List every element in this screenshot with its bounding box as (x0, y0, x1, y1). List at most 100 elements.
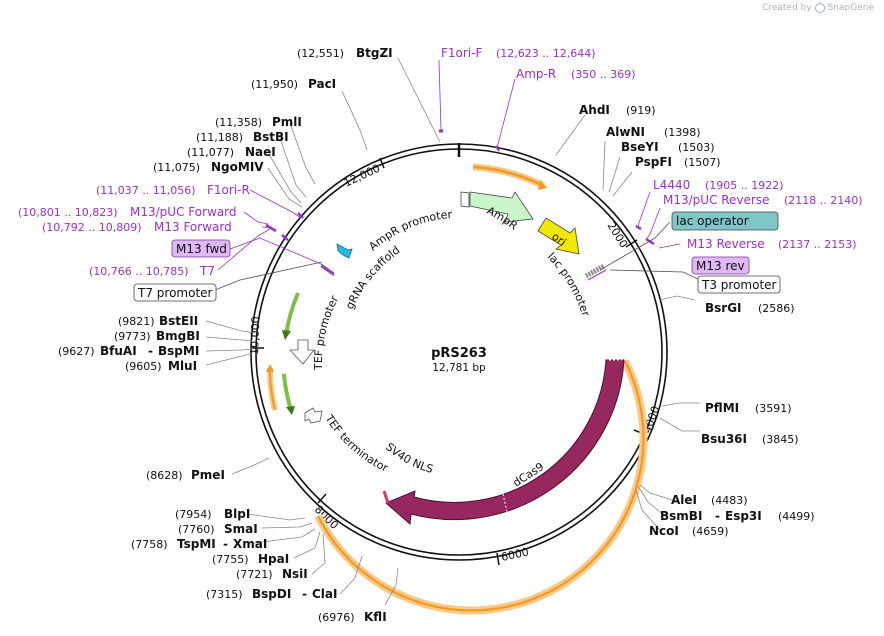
m13-fwd-box[interactable] (171, 239, 231, 258)
t7-promoter-leader (209, 261, 323, 293)
primer-leader-lines (217, 59, 681, 271)
primer-name-l4440[interactable]: L4440 (653, 178, 690, 192)
primer-name-m13puc-rev[interactable]: M13/pUC Reverse (663, 193, 770, 207)
ori-feature-arrow (537, 217, 580, 255)
enzyme-name-bsrgi[interactable]: BsrGI (705, 301, 742, 315)
enzyme-pos-alei: (4483) (711, 494, 748, 507)
primer-name-t7[interactable]: T7 (199, 264, 215, 278)
tef-promoter-arrow (289, 339, 315, 365)
enzyme-pos-bfuai: (9627) (58, 345, 95, 358)
primer-name-f1ori-r[interactable]: F1ori-R (207, 183, 250, 197)
lac-operator-box[interactable] (671, 211, 779, 231)
primer-range-l4440: (1905 .. 1922) (705, 179, 784, 192)
plasmid-size: 12,781 bp (432, 362, 486, 374)
tef-terminator-arrowhead (286, 406, 295, 415)
primer-name-m13-forward[interactable]: M13 Forward (154, 220, 232, 234)
dcas9-feature-arrow (385, 359, 625, 526)
enzyme-name-mlui[interactable]: MluI (168, 359, 197, 373)
enzyme-pos-ngomiv: (11,075) (153, 161, 200, 174)
enzyme-name-pspfi[interactable]: PspFI (635, 155, 672, 169)
enzyme-pos-bsteii: (9821) (118, 315, 155, 328)
enzyme-pos-bsu36i: (3845) (762, 433, 799, 446)
enzyme-name-bsmbi[interactable]: BsmBI (660, 509, 702, 523)
dcas9-divider (502, 493, 508, 513)
enzyme-name-bmgbi[interactable]: BmgBI (156, 329, 200, 343)
credit-brand: SnapGene (827, 3, 874, 13)
enzyme-pos-bsmbi: (4499) (778, 510, 815, 523)
enzyme-name-bseyi[interactable]: BseYI (621, 140, 659, 154)
enzyme-name-nsii[interactable]: NsiI (282, 567, 308, 581)
enzyme-name-ngomiv[interactable]: NgoMIV (211, 160, 264, 174)
tick-label-12000: 12,000 (342, 162, 382, 190)
enzyme-name2-bspmi[interactable]: BspMI (158, 344, 199, 358)
left-orange-arrowhead (266, 364, 274, 372)
enzyme-name-ncoi[interactable]: NcoI (649, 524, 679, 538)
tef-promoter-arrowhead (282, 330, 291, 340)
lac-operator-leader (599, 221, 671, 271)
enzyme-name-bspdi[interactable]: BspDI (252, 587, 291, 601)
primer-name-m13-reverse[interactable]: M13 Reverse (687, 237, 765, 251)
enzyme-name-bfuai[interactable]: BfuAI (100, 344, 137, 358)
leader-lines (205, 57, 700, 606)
enzyme-name-pflmi[interactable]: PflMI (705, 401, 739, 415)
primer-range-f1ori-r: (11,037 .. 11,056) (96, 184, 196, 197)
enzyme-name-pmei[interactable]: PmeI (191, 468, 225, 482)
enzyme-pos-kfli: (6976) (318, 611, 355, 624)
tef-terminator-arrow (304, 407, 323, 424)
primer-name-m13puc-fwd[interactable]: M13/pUC Forward (130, 205, 237, 219)
primer-name-amp-r[interactable]: Amp-R (516, 67, 556, 81)
t7-promoter-box[interactable] (133, 283, 217, 302)
enzyme-name-bsu36i[interactable]: Bsu36I (701, 432, 747, 446)
enzyme-name-bsteii[interactable]: BstEII (159, 314, 198, 328)
backbone (250, 143, 668, 561)
enzyme-name-blpi[interactable]: BlpI (224, 507, 250, 521)
enzyme-name-smai[interactable]: SmaI (224, 522, 258, 536)
enzyme-pos-bspdi: (7315) (206, 588, 243, 601)
dcas9-outer-halo (314, 359, 648, 615)
enzyme-pos-paci: (11,950) (251, 78, 298, 91)
enzyme-pos-smai: (7760) (178, 523, 215, 536)
enzyme-pos-pspfi: (1507) (684, 156, 721, 169)
enzyme-labels: (12,551) BtgZI (11,950) PacI (11,358) Pm… (58, 46, 815, 624)
enzyme-pos-blpi: (7954) (175, 508, 212, 521)
enzyme-name-bstbi[interactable]: BstBI (253, 130, 289, 144)
t7-mark (281, 234, 289, 241)
boxed-labels: lac operator M13 rev T3 promoter M13 fwd… (133, 211, 781, 302)
enzyme-pos-bsrgi: (2586) (758, 302, 795, 315)
t7-primer-mark (320, 265, 335, 276)
enzyme-pos-bmgbi: (9773) (114, 330, 151, 343)
enzyme-name-ahdi[interactable]: AhdI (579, 103, 610, 117)
enzyme-name-hpai[interactable]: HpaI (258, 552, 289, 566)
l4440-mark (635, 224, 642, 231)
enzyme-name-btgzi[interactable]: BtgZI (356, 46, 393, 60)
enzyme-name2-xmai[interactable]: XmaI (233, 537, 267, 551)
enzyme-name-paci[interactable]: PacI (308, 77, 336, 91)
enzyme-name-tspmi[interactable]: TspMI (177, 537, 216, 551)
tick-label-6000: 6000 (500, 545, 530, 564)
m13-fwd-label: M13 fwd (176, 242, 227, 256)
ampr-promoter-arrow (460, 191, 470, 208)
t3-promoter-box[interactable] (697, 275, 781, 294)
enzyme-name-alei[interactable]: AleI (671, 493, 697, 507)
snapgene-logo-icon (814, 3, 825, 13)
enzyme-name-alwni[interactable]: AlwNI (606, 125, 645, 139)
enzyme-name2-clai[interactable]: ClaI (312, 587, 337, 601)
enzyme-pos-btgzi: (12,551) (297, 47, 344, 60)
enzyme-name2-esp3i[interactable]: Esp3I (725, 509, 762, 523)
primer-range-m13-forward: (10,792 .. 10,809) (42, 221, 142, 234)
enzyme-pos-hpai: (7755) (212, 553, 249, 566)
amp-r-mark (495, 145, 500, 152)
enzyme-name-kfli[interactable]: KflI (364, 610, 387, 624)
primer-name-f1ori-f[interactable]: F1ori-F (441, 46, 482, 60)
t3-leader (609, 269, 701, 281)
enzyme-name-naei[interactable]: NaeI (245, 145, 276, 159)
enzyme-dash-tspmi: - (223, 537, 228, 551)
enzyme-name-pmli[interactable]: PmlI (272, 115, 302, 129)
lac-promoter-mark (584, 263, 606, 279)
enzyme-pos-pflmi: (3591) (755, 402, 792, 415)
sv40-nls-label: SV40 NLS (383, 440, 435, 476)
tef-terminator-label: TEF terminator (322, 412, 391, 475)
enzyme-dash-bsmbi: - (715, 509, 720, 523)
m13-rev-box[interactable] (691, 256, 750, 275)
